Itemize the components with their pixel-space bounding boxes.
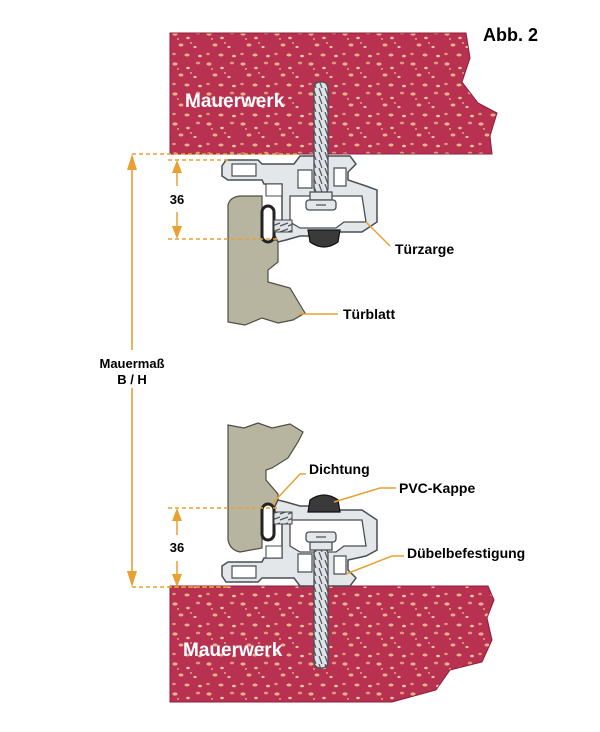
wall-opening-label-2: B / H — [117, 372, 147, 387]
figure-label: Abb. 2 — [483, 25, 538, 45]
dimension-top-36 — [168, 159, 280, 240]
dimension-bottom-label: 36 — [170, 540, 184, 555]
masonry-top-label: Mauerwerk — [185, 91, 285, 112]
frame-label: Türzarge — [395, 241, 454, 257]
leader-lines — [271, 221, 404, 575]
seal-top — [260, 204, 293, 244]
masonry-bottom — [169, 585, 495, 703]
dowel-screw-bottom — [305, 531, 337, 669]
dowel-screw-top — [305, 81, 337, 211]
masonry-top — [169, 32, 498, 155]
dowel-fixing-label: Dübelbefestigung — [407, 545, 525, 561]
door-leaf-label: Türblatt — [343, 306, 395, 322]
seal-label: Dichtung — [309, 461, 370, 477]
masonry-bottom-label: Mauerwerk — [183, 640, 283, 661]
pvc-cap-bottom — [307, 494, 341, 513]
pvc-cap-label: PVC-Kappe — [399, 480, 475, 496]
door-leaf-top — [227, 195, 306, 326]
dimension-top-label: 36 — [170, 192, 184, 207]
seal-bottom — [260, 502, 293, 542]
wall-opening-label-1: Mauermaß — [99, 356, 164, 371]
pvc-cap-top — [307, 229, 341, 248]
dimension-bottom-36 — [168, 507, 280, 588]
door-frame-top — [221, 155, 378, 243]
